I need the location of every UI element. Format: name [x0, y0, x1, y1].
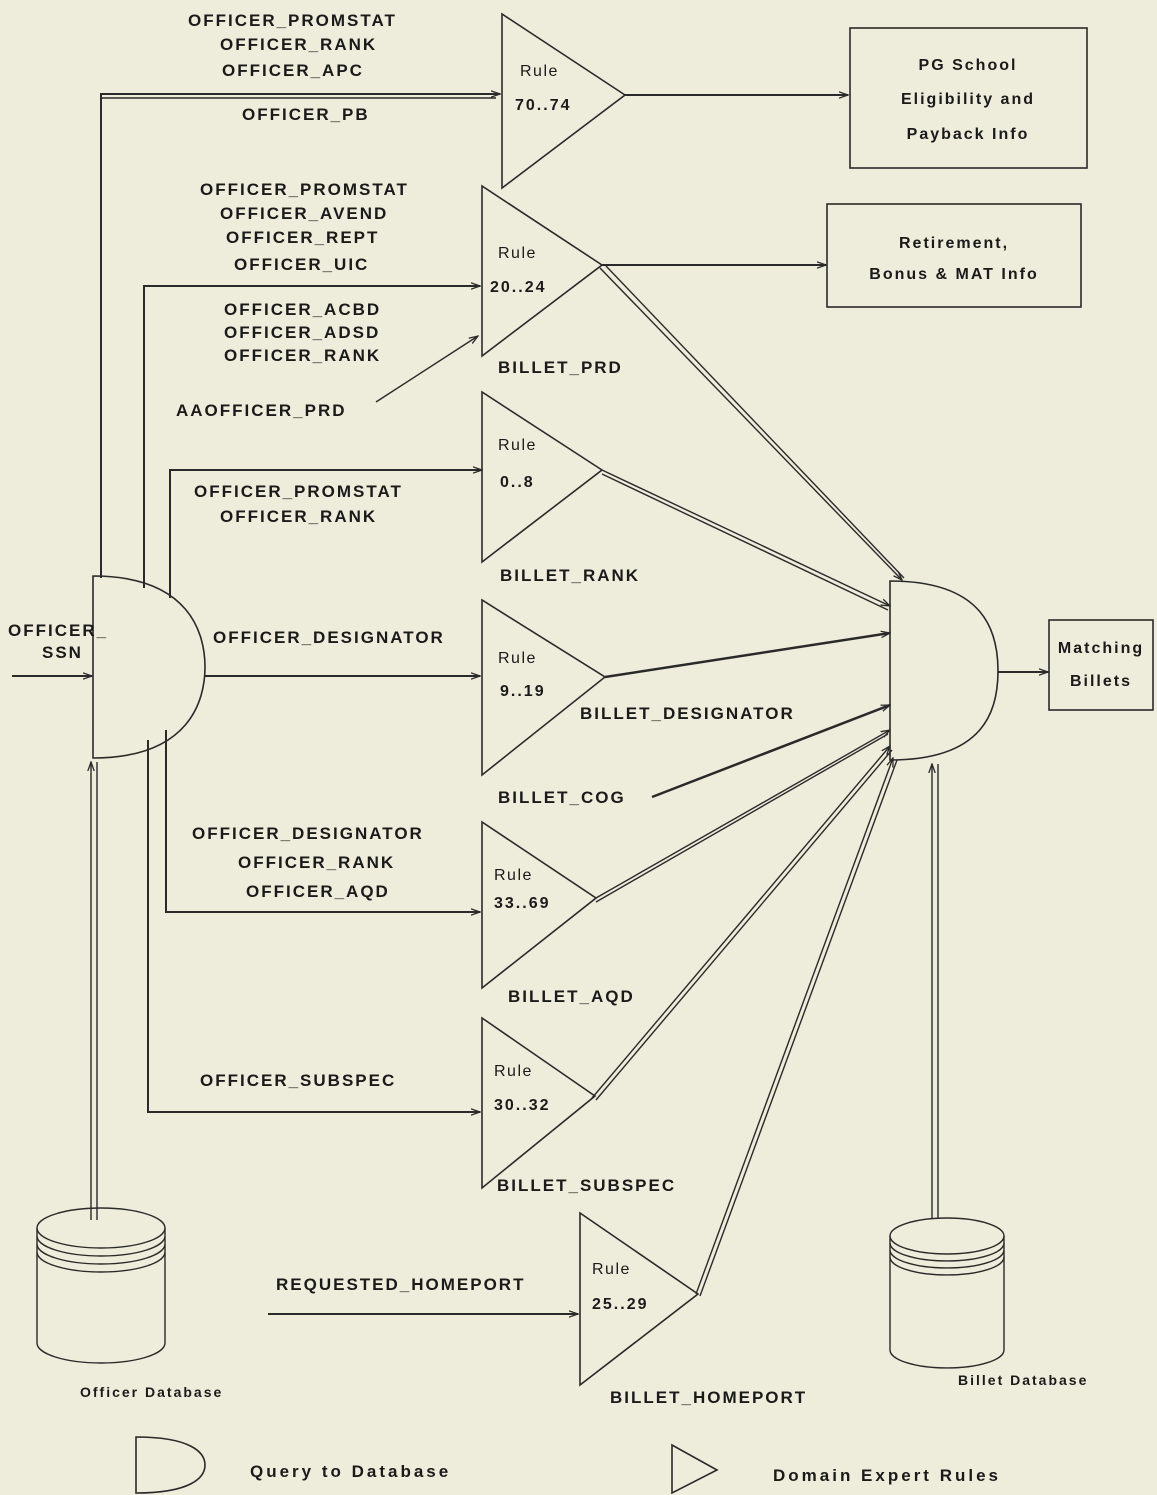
- matching-billets-line2: Billets: [1070, 673, 1132, 690]
- converge-homeport: [695, 758, 893, 1295]
- input-label-pg-3: OFFICER_APC: [222, 61, 364, 80]
- converge-rank-b: [601, 473, 889, 611]
- ssn-label-line1: OFFICER_: [8, 621, 108, 640]
- legend-rules-label: Domain Expert Rules: [773, 1466, 1001, 1485]
- rule-range-rank: 0..8: [500, 474, 535, 491]
- matching-billets-box: [1048, 619, 1154, 711]
- legend-rules-icon: [671, 1443, 719, 1495]
- output-label-desig: BILLET_DESIGNATOR: [580, 704, 795, 723]
- input-label-pg-2: OFFICER_RANK: [220, 35, 377, 54]
- converge-homeport-b: [699, 759, 898, 1297]
- converge-retire: [599, 267, 902, 580]
- input-label-pg-4: OFFICER_PB: [242, 105, 370, 124]
- billet-database-icon: [889, 1217, 1005, 1369]
- officer-database-icon: [36, 1207, 166, 1364]
- converge-aqd: [595, 730, 890, 899]
- billet-query-gate: [889, 580, 999, 761]
- input-label-retire-8: AAOFFICER_PRD: [176, 401, 347, 420]
- converge-rank: [601, 469, 890, 606]
- rule-triangle-70-74: [501, 12, 627, 190]
- feed-line-rank: [169, 470, 482, 598]
- rule-word-pg: Rule: [520, 63, 559, 80]
- input-label-aqd-2: OFFICER_RANK: [238, 853, 395, 872]
- feed-line-retire: [143, 286, 480, 588]
- converge-subspec-b: [595, 749, 893, 1101]
- output-label-subspec: BILLET_SUBSPEC: [497, 1176, 676, 1195]
- legend-query-label: Query to Database: [250, 1462, 451, 1481]
- pg-info-box: [849, 27, 1088, 169]
- feed-line-pg: [100, 94, 500, 578]
- rule-range-pg: 70..74: [515, 97, 571, 114]
- retirement-info-line1: Retirement,: [899, 235, 1009, 252]
- feed-line-subspec: [147, 740, 480, 1112]
- matching-billets-line1: Matching: [1058, 640, 1144, 657]
- output-label-homeport: BILLET_HOMEPORT: [610, 1388, 807, 1407]
- rule-triangle-0-8: [481, 390, 604, 564]
- rule-triangle-33-69: [481, 820, 598, 990]
- rule-range-homeport: 25..29: [592, 1296, 648, 1313]
- rule-range-desig: 9..19: [500, 683, 546, 700]
- output-label-retire: BILLET_PRD: [498, 358, 623, 377]
- rule-triangle-9-19: [481, 598, 607, 777]
- input-label-retire-5: OFFICER_ACBD: [224, 300, 381, 319]
- feed-line-prd: [375, 336, 478, 403]
- rule-word-aqd: Rule: [494, 867, 533, 884]
- ssn-label-line2: SSN: [42, 643, 83, 662]
- input-label-retire-6: OFFICER_ADSD: [224, 323, 380, 342]
- input-label-subspec-1: OFFICER_SUBSPEC: [200, 1071, 396, 1090]
- converge-retire-b: [605, 265, 905, 579]
- rule-range-retire: 20..24: [490, 279, 546, 296]
- converge-cog: [651, 703, 890, 799]
- converge-desig: [604, 633, 890, 679]
- rule-triangle-20-24: [481, 184, 604, 358]
- retirement-info-line2: Bonus & MAT Info: [869, 266, 1038, 283]
- rule-word-retire: Rule: [498, 245, 537, 262]
- input-label-retire-1: OFFICER_PROMSTAT: [200, 180, 409, 199]
- pg-info-line3: Payback Info: [907, 126, 1030, 143]
- feed-line-aqd: [165, 730, 480, 912]
- retirement-info-box: [826, 203, 1082, 308]
- converge-subspec: [591, 746, 890, 1099]
- rule-word-rank: Rule: [498, 437, 537, 454]
- input-label-rank-2: OFFICER_RANK: [220, 507, 377, 526]
- input-label-retire-7: OFFICER_RANK: [224, 346, 381, 365]
- input-label-desig-1: OFFICER_DESIGNATOR: [213, 628, 445, 647]
- output-label-aqd: BILLET_AQD: [508, 987, 635, 1006]
- output-label-cog: BILLET_COG: [498, 788, 626, 807]
- input-label-pg-1: OFFICER_PROMSTAT: [188, 11, 397, 30]
- rule-word-subspec: Rule: [494, 1063, 533, 1080]
- rule-range-aqd: 33..69: [494, 895, 550, 912]
- input-label-homeport-1: REQUESTED_HOMEPORT: [276, 1275, 525, 1294]
- pg-info-line2: Eligibility and: [901, 91, 1035, 108]
- input-label-retire-4: OFFICER_UIC: [234, 255, 369, 274]
- rule-triangle-25-29: [579, 1211, 700, 1387]
- input-label-retire-3: OFFICER_REPT: [226, 228, 379, 247]
- rule-word-homeport: Rule: [592, 1261, 631, 1278]
- input-label-rank-1: OFFICER_PROMSTAT: [194, 482, 403, 501]
- input-label-aqd-1: OFFICER_DESIGNATOR: [192, 824, 424, 843]
- legend-query-icon: [135, 1436, 206, 1494]
- officer-database-label: Officer Database: [80, 1384, 223, 1400]
- rule-triangle-30-32: [481, 1016, 597, 1190]
- rule-range-subspec: 30..32: [494, 1097, 550, 1114]
- output-label-rank: BILLET_RANK: [500, 566, 640, 585]
- pg-info-line1: PG School: [919, 57, 1018, 74]
- input-label-aqd-3: OFFICER_AQD: [246, 882, 390, 901]
- officer-query-gate: [92, 575, 206, 759]
- converge-aqd-b: [595, 733, 889, 903]
- rule-word-desig: Rule: [498, 650, 537, 667]
- billet-database-label: Billet Database: [958, 1372, 1088, 1388]
- input-label-retire-2: OFFICER_AVEND: [220, 204, 388, 223]
